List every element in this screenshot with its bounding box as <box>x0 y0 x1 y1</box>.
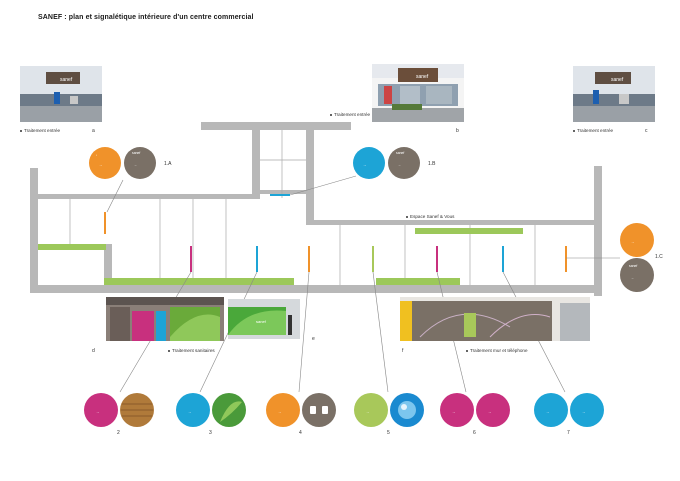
svg-text:→: → <box>631 240 634 244</box>
page-title: SANEF : plan et signalétique intérieure … <box>38 14 254 21</box>
photo-letter-a: a <box>92 128 95 134</box>
sign-number-3: 3 <box>209 430 212 436</box>
sign-pair-6: → → <box>440 393 510 427</box>
svg-text:→: → <box>546 410 549 414</box>
caption-entree-left: Traitement entrée <box>20 128 60 133</box>
svg-text:→: → <box>366 410 369 414</box>
photo-letter-c: c <box>645 128 648 134</box>
sign-pair-7: → → <box>534 393 604 427</box>
sign-pair-3: → <box>176 393 246 427</box>
entrance-photo-c-image: sanef <box>573 66 655 122</box>
sign-1c: → sanef → <box>620 223 654 292</box>
sign-number-6: 6 <box>473 430 476 436</box>
entrance-photo-b-image: sanef <box>372 64 464 122</box>
sanitaires-photo-d-image <box>106 297 224 341</box>
svg-text:→: → <box>99 163 102 167</box>
sign-number-7: 7 <box>567 430 570 436</box>
sign-number-4: 4 <box>299 430 302 436</box>
photo-letter-e: e <box>312 336 315 342</box>
caption-mur: Traitement mur et téléphone <box>466 348 528 353</box>
sign-id-1a: 1.A <box>164 161 172 167</box>
sign-pair-4: → <box>266 393 336 427</box>
sign-number-2: 2 <box>117 430 120 436</box>
plan-sign-markers <box>104 194 567 272</box>
svg-text:•: • <box>96 154 97 157</box>
svg-text:sanef: sanef <box>396 151 404 155</box>
sign-id-1b: 1.B <box>428 161 436 167</box>
mur-photo-f-image <box>400 297 590 341</box>
plan-walls <box>30 122 602 296</box>
mur-photo-f <box>400 297 590 341</box>
svg-text:→: → <box>188 410 191 414</box>
svg-text:→: → <box>452 410 455 414</box>
sign-1a-logo: sanef <box>132 151 140 155</box>
svg-text:→: → <box>363 163 366 167</box>
sign-id-1c: 1.C <box>655 254 663 260</box>
caption-entree-right: Traitement entrée <box>573 128 613 133</box>
entrance-photo-a-image: sanef <box>20 66 102 122</box>
plan-green-zones <box>38 228 523 285</box>
sign-number-5: 5 <box>387 430 390 436</box>
sanitaires-photo-e-image: sanef <box>228 299 300 339</box>
svg-text:→: → <box>488 410 491 414</box>
svg-text:→: → <box>398 163 401 167</box>
svg-text:→: → <box>582 410 585 414</box>
photo-letter-f: f <box>402 348 404 354</box>
plan-partitions <box>69 130 536 285</box>
svg-text:→: → <box>631 276 634 280</box>
svg-text:→: → <box>96 410 99 414</box>
caption-entree-center: Traitement entrée <box>330 112 370 117</box>
entrance-photo-a: sanef <box>20 66 102 122</box>
svg-text:sanef: sanef <box>611 77 624 83</box>
sanitaires-photo-d <box>106 297 224 341</box>
svg-text:sanef: sanef <box>629 264 637 268</box>
sign-pair-2: → <box>84 393 154 427</box>
caption-espace: Espace Sanef & Vous <box>406 214 454 219</box>
svg-text:sanef: sanef <box>416 74 429 80</box>
svg-text:sanef: sanef <box>60 77 73 83</box>
svg-text:→: → <box>278 410 281 414</box>
sign-1b: → sanef → <box>353 147 420 179</box>
entrance-photo-c: sanef <box>573 66 655 122</box>
photo-letter-b: b <box>456 128 459 134</box>
sign-1a: • → sanef → <box>89 147 156 179</box>
svg-text:sanef: sanef <box>256 319 267 324</box>
svg-text:→: → <box>134 163 137 167</box>
entrance-photo-b: sanef <box>372 64 464 122</box>
plan-leader-lines <box>106 175 620 393</box>
sanitaires-photo-e: sanef <box>228 299 300 339</box>
sign-pair-5: → <box>354 393 424 427</box>
caption-sanitaires: Traitement sanitaires <box>168 348 215 353</box>
photo-letter-d: d <box>92 348 95 354</box>
